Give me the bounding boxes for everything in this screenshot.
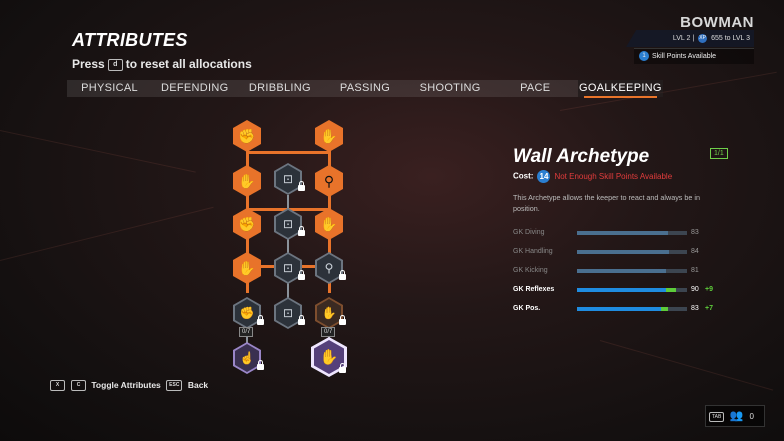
- stat-bar-fill: [577, 307, 661, 311]
- key-esc[interactable]: ESC: [166, 380, 183, 392]
- stat-bar-bonus: [660, 307, 669, 311]
- lock-icon: [298, 315, 305, 325]
- friends-icon: 👥: [729, 410, 744, 422]
- xp-icon: XP: [698, 33, 708, 43]
- glove-punch-icon[interactable]: ✊: [233, 120, 261, 152]
- stat-bonus: +7: [705, 305, 713, 312]
- stat-row: GK Reflexes 90 +9: [513, 283, 718, 297]
- stat-bar-fill: [577, 250, 670, 254]
- lock-icon: [298, 181, 305, 191]
- stat-row: GK Pos. 83 +7: [513, 302, 718, 316]
- reset-suffix: to reset all allocations: [125, 57, 252, 71]
- lock-icon: [298, 270, 305, 280]
- stat-name: GK Handling: [513, 248, 553, 255]
- stat-bar: [577, 307, 687, 311]
- lock-icon: [257, 315, 264, 325]
- skill-count-badge: 1/1: [710, 148, 728, 159]
- tab-passing[interactable]: PASSING: [339, 82, 391, 94]
- goal-save-icon[interactable]: ⊡: [274, 208, 302, 240]
- stat-bar-fill: [577, 288, 667, 292]
- archetype-hand-icon[interactable]: ☝: [233, 342, 261, 374]
- glove-tip-icon[interactable]: ✋: [315, 120, 343, 152]
- goal-save-icon[interactable]: ⊡: [274, 297, 302, 329]
- xp-progress-text: 655 to LVL 3: [711, 35, 750, 42]
- bg-streak: [0, 130, 196, 173]
- skill-tree: ✊ ✋ ✋ ⊡ ⚲ ✊ ⊡ ✋ ✋ ⊡ ⚲ ✊ ⊡ ✋ 0/7 0/7 ☝ ✋: [225, 115, 355, 380]
- tab-goalkeeping[interactable]: GOALKEEPING: [577, 80, 663, 98]
- stat-bar-fill: [577, 269, 667, 273]
- stat-bar-fill: [577, 231, 669, 235]
- stat-value: 83: [691, 305, 699, 312]
- stat-bar: [577, 288, 687, 292]
- social-panel[interactable]: TAB 👥 0: [705, 405, 765, 427]
- tab-defending[interactable]: DEFENDING: [160, 82, 229, 94]
- lock-icon: [339, 363, 346, 373]
- attribute-tabs: PHYSICAL DEFENDING DRIBBLING PASSING SHO…: [67, 80, 663, 98]
- stat-row: GK Kicking 81: [513, 264, 718, 278]
- lock-icon: [339, 270, 346, 280]
- stat-bar: [577, 231, 687, 235]
- lock-icon: [257, 360, 264, 370]
- node-counter-left: 0/7: [239, 327, 254, 337]
- position-marker-icon[interactable]: ⚲: [315, 165, 343, 197]
- lock-icon: [298, 226, 305, 236]
- stat-bonus: +9: [705, 286, 713, 293]
- back-label[interactable]: Back: [187, 380, 209, 390]
- node-counter-right: 0/7: [321, 327, 336, 337]
- page-title: ATTRIBUTES: [72, 30, 188, 50]
- glove-punch-icon[interactable]: ✊: [233, 208, 261, 240]
- cost-warning: Not Enough Skill Points Available: [554, 172, 673, 181]
- reset-key[interactable]: d: [107, 58, 123, 71]
- stat-name: GK Kicking: [513, 267, 548, 274]
- tab-dribbling[interactable]: DRIBBLING: [248, 82, 311, 94]
- stat-name: GK Diving: [513, 229, 545, 236]
- stat-name: GK Reflexes: [513, 286, 555, 293]
- skill-title: Wall Archetype: [513, 146, 650, 167]
- cost-label: Cost:: [513, 171, 534, 181]
- toggle-attributes-label[interactable]: Toggle Attributes: [91, 380, 161, 390]
- stat-value: 83: [691, 229, 699, 236]
- level-box: LVL 2 | XP 655 to LVL 3: [626, 30, 754, 47]
- stat-bar-bonus: [666, 288, 676, 292]
- player-level: LVL 2: [672, 35, 691, 42]
- connector-line: [246, 323, 248, 351]
- lock-icon: [339, 315, 346, 325]
- friends-count: 0: [749, 412, 754, 421]
- player-name: BOWMAN: [680, 14, 754, 31]
- cost-value: 14: [537, 170, 551, 183]
- player-name-panel: BOWMAN: [680, 14, 754, 31]
- glove-tip-icon[interactable]: ✋: [315, 297, 343, 329]
- key-x[interactable]: X: [50, 380, 65, 392]
- glove-punch-icon[interactable]: ✊: [233, 297, 261, 329]
- stat-value: 81: [691, 267, 699, 274]
- tab-physical[interactable]: PHYSICAL: [81, 82, 138, 94]
- stat-value: 90: [691, 286, 699, 293]
- tab-shooting[interactable]: SHOOTING: [419, 82, 481, 94]
- glove-catch-icon[interactable]: ✋: [233, 252, 261, 284]
- stat-bar: [577, 250, 687, 254]
- key-c[interactable]: C: [71, 380, 86, 392]
- stat-row: GK Diving 83: [513, 226, 718, 240]
- glove-catch-icon[interactable]: ✋: [233, 165, 261, 197]
- skill-points-label: Skill Points Available: [652, 53, 717, 60]
- stat-name: GK Pos.: [513, 305, 541, 312]
- goal-save-icon[interactable]: ⊡: [274, 252, 302, 284]
- connector-line: [247, 151, 330, 154]
- stat-value: 84: [691, 248, 699, 255]
- skill-points-count: 1: [639, 51, 649, 62]
- stat-row: GK Handling 84: [513, 245, 718, 259]
- tab-pace[interactable]: PACE: [520, 82, 551, 94]
- position-marker-icon[interactable]: ⚲: [315, 252, 343, 284]
- glove-tip-icon[interactable]: ✋: [315, 208, 343, 240]
- bg-streak: [599, 340, 774, 391]
- key-tab[interactable]: TAB: [709, 411, 725, 422]
- reset-prefix: Press: [72, 57, 105, 71]
- bg-streak: [0, 206, 214, 261]
- stat-bar: [577, 269, 687, 273]
- skill-description: This Archetype allows the keeper to reac…: [513, 193, 700, 213]
